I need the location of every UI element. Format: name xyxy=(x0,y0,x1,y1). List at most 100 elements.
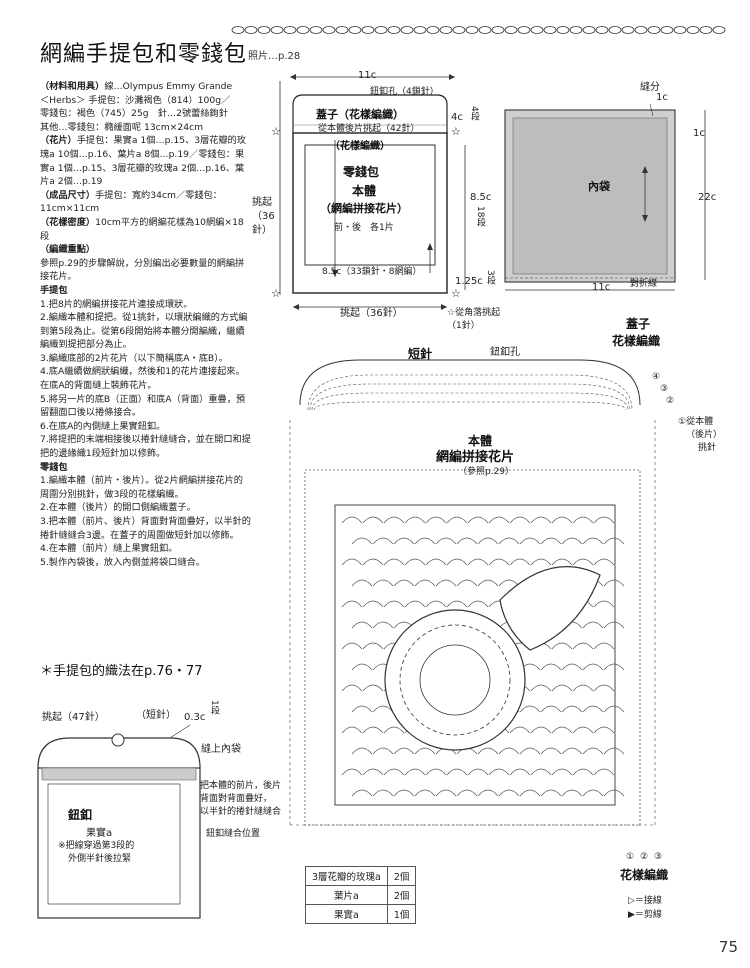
chart-ref: （參照p.29） xyxy=(458,467,515,477)
inner-bag-label: 內袋 xyxy=(588,180,610,193)
mesh-arc xyxy=(383,558,405,566)
mesh-arc xyxy=(519,705,541,713)
chart-button-hole: 鈕釦孔 xyxy=(490,347,520,358)
inner-bag-height: 22c xyxy=(698,192,717,203)
edge-height: 1.25c xyxy=(455,276,483,287)
lid-pickup: 從本體後片挑起（42針） xyxy=(318,124,420,134)
mesh-arc xyxy=(561,663,583,671)
mesh-arc xyxy=(414,537,436,545)
mesh-arc xyxy=(404,558,426,566)
handbag-step: 3.編織底部的2片花片（以下簡稱底A・底B）。 xyxy=(40,352,228,364)
mesh-arc xyxy=(561,705,583,713)
mesh-arc xyxy=(425,600,447,608)
sew-note-2: 背面對背面疊好， xyxy=(200,794,273,804)
mesh-arc xyxy=(582,747,604,755)
chain-stitch-mark xyxy=(335,26,349,34)
row-mark-4: ④ xyxy=(652,372,661,382)
coin-purse-step: 4.在本體（前片）縫上果實鈕釦。 xyxy=(40,543,178,555)
size-heading: （成品尺寸） xyxy=(40,189,96,201)
inner-bag-diagram xyxy=(504,103,706,291)
svg-text:☆: ☆ xyxy=(271,287,281,300)
chain-stitch-mark xyxy=(387,26,401,34)
mesh-arc xyxy=(593,684,615,692)
mesh-arc xyxy=(351,663,373,671)
mesh-arc xyxy=(551,684,573,692)
coin-purse-step: 5.製作內袋後，放入內側並將袋口縫合。 xyxy=(40,556,205,568)
mesh-arc xyxy=(572,768,594,776)
mesh-arc xyxy=(467,558,489,566)
mesh-arc xyxy=(404,516,426,524)
edge-rows: 3段 xyxy=(485,270,495,285)
fruit-label: 果實a xyxy=(86,828,113,839)
mesh-arc xyxy=(530,516,552,524)
mesh-arc xyxy=(446,558,468,566)
mesh-arc xyxy=(509,768,531,776)
title-chain-border xyxy=(231,26,726,34)
chain-stitch-mark xyxy=(309,26,323,34)
mesh-arc xyxy=(488,516,510,524)
sew-note-3: 以半針的捲針縫縫合 xyxy=(200,807,282,817)
materials-line: 其他…零錢包：橢緩面呢 13cm×24cm xyxy=(40,121,204,133)
lid-row-arc xyxy=(309,383,631,411)
mesh-arc xyxy=(593,768,615,776)
chain-stitch-mark xyxy=(569,26,583,34)
chain-stitch-mark xyxy=(348,26,362,34)
mesh-arc xyxy=(593,516,615,524)
width-label: 11c xyxy=(358,70,377,81)
mesh-arc xyxy=(425,558,447,566)
mesh-arc xyxy=(372,747,394,755)
mesh-arc xyxy=(351,789,373,797)
lid-row-arc xyxy=(313,401,627,411)
chain-stitch-mark xyxy=(699,26,713,34)
mesh-arc xyxy=(404,600,426,608)
mesh-arc xyxy=(477,537,499,545)
seam-allowance: 縫分 xyxy=(640,82,660,93)
handbag-step: 6.在底A的內側縫上果實鈕釦。 xyxy=(40,420,166,432)
mesh-arc xyxy=(372,621,394,629)
chart-short-stitch: 短針 xyxy=(408,347,433,361)
coin-purse-step: 2.在本體（後片）的開口側編織蓋子。 xyxy=(40,502,196,514)
mesh-arc xyxy=(383,726,405,734)
mesh-arc xyxy=(362,768,384,776)
mesh-arc xyxy=(593,642,615,650)
chart-lid-pattern: 花樣編織 xyxy=(612,334,661,348)
mesh-arc xyxy=(414,747,436,755)
mesh-arc xyxy=(603,621,625,629)
mesh-arc xyxy=(540,537,562,545)
mesh-arc xyxy=(582,537,604,545)
chain-stitch-mark xyxy=(296,26,310,34)
chain-stitch-mark xyxy=(673,26,687,34)
bottom-row-mark-2: ② xyxy=(640,852,649,862)
chain-stitch-mark xyxy=(582,26,596,34)
mesh-arc xyxy=(582,705,604,713)
seam-1c-right: 1c xyxy=(693,128,705,139)
mesh-arc xyxy=(477,579,499,587)
size-text: 手提包：寬約34cm／零錢包：11cm×11cm xyxy=(40,189,222,215)
mesh-arc xyxy=(551,558,573,566)
handbag-step: 2.編織本體和提把。從1挑針，以環狀編織的方式編到第5段為止。從第6段開始將本體… xyxy=(40,312,248,351)
mesh-arc xyxy=(393,747,415,755)
mesh-arc xyxy=(519,747,541,755)
chain-stitch-mark xyxy=(374,26,388,34)
body-height: 8.5c xyxy=(470,192,492,203)
mesh-arc xyxy=(425,768,447,776)
pickup-bottom: 挑起（36針） xyxy=(340,308,403,319)
chain-stitch-mark xyxy=(660,26,674,34)
motif-qty: 2個 xyxy=(386,885,417,905)
points-heading: （編織重點） xyxy=(40,244,96,256)
motifs-text: 手提包：果實a 1個…p.15、3層花瓣的玫瑰a 10個…p.16、葉片a 8個… xyxy=(40,135,247,188)
chain-stitch-mark xyxy=(608,26,622,34)
motif-qty: 2個 xyxy=(386,866,417,886)
mesh-arc xyxy=(603,789,625,797)
row-mark-2: ② xyxy=(666,396,675,406)
coin-purse-heading: 零錢包 xyxy=(40,461,68,473)
mesh-arc xyxy=(530,684,552,692)
mesh-arc xyxy=(393,579,415,587)
sew-inner-bag: 縫上內袋 xyxy=(201,744,241,755)
chain-stitch-mark xyxy=(504,26,518,34)
pick-note-3: 挑針 xyxy=(698,443,717,453)
svg-text:☆: ☆ xyxy=(451,287,461,300)
mesh-arc xyxy=(603,537,625,545)
